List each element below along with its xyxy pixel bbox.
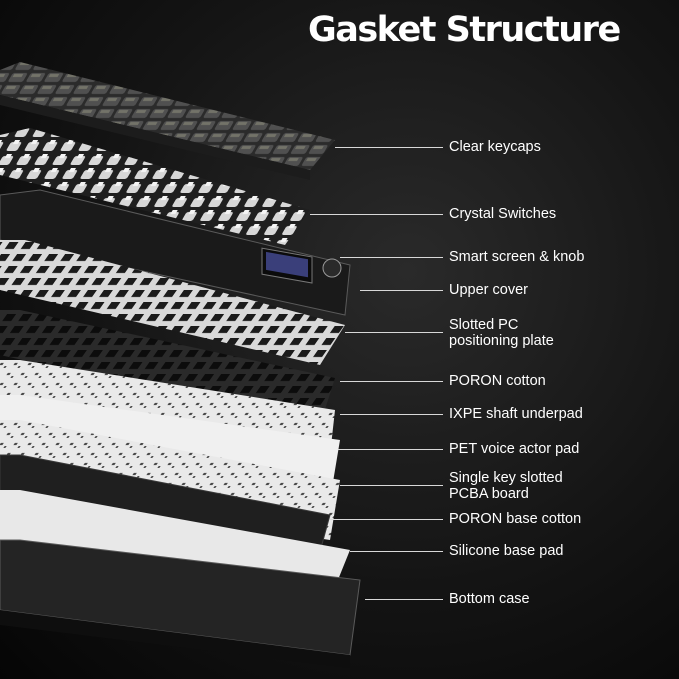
label-poron-base-cotton: PORON base cotton: [449, 511, 582, 527]
leader-line-switches: [310, 214, 443, 215]
label-pc-plate: Slotted PC positioning plate: [449, 317, 554, 349]
label-pcba-board: Single key slotted PCBA board: [449, 470, 563, 502]
leader-line-ixpe: [340, 414, 443, 415]
label-pet-pad: PET voice actor pad: [449, 441, 580, 457]
label-bottom-case: Bottom case: [449, 591, 530, 607]
leader-line-pcba: [340, 485, 443, 486]
bottom-case-layer: [0, 539, 361, 656]
page-title: Gasket Structure: [308, 10, 621, 50]
leader-line-upper-cover: [360, 290, 443, 291]
label-crystal-switches: Crystal Switches: [449, 206, 557, 222]
upper-cover-layer: [0, 189, 351, 316]
leader-line-poron-base: [330, 519, 443, 520]
label-ixpe-underpad: IXPE shaft underpad: [449, 406, 583, 422]
leader-line-pet: [338, 449, 443, 450]
leader-line-pc-plate: [345, 332, 443, 333]
leader-line-bottom-case: [365, 599, 443, 600]
leader-line-keycaps: [335, 147, 443, 148]
label-smart-screen-knob: Smart screen & knob: [449, 249, 585, 265]
poron-cotton-layer: [0, 310, 335, 425]
label-upper-cover: Upper cover: [449, 282, 528, 298]
label-poron-cotton: PORON cotton: [449, 373, 546, 389]
pc-plate-layer: [0, 240, 345, 365]
label-clear-keycaps: Clear keycaps: [449, 139, 541, 155]
leader-line-silicone: [350, 551, 443, 552]
leader-line-poron-cotton: [340, 381, 443, 382]
keycaps-layer: [0, 62, 335, 170]
label-silicone-base-pad: Silicone base pad: [449, 543, 564, 559]
switches-layer: [0, 128, 310, 245]
leader-line-screen: [340, 257, 443, 258]
knob: [322, 258, 342, 278]
